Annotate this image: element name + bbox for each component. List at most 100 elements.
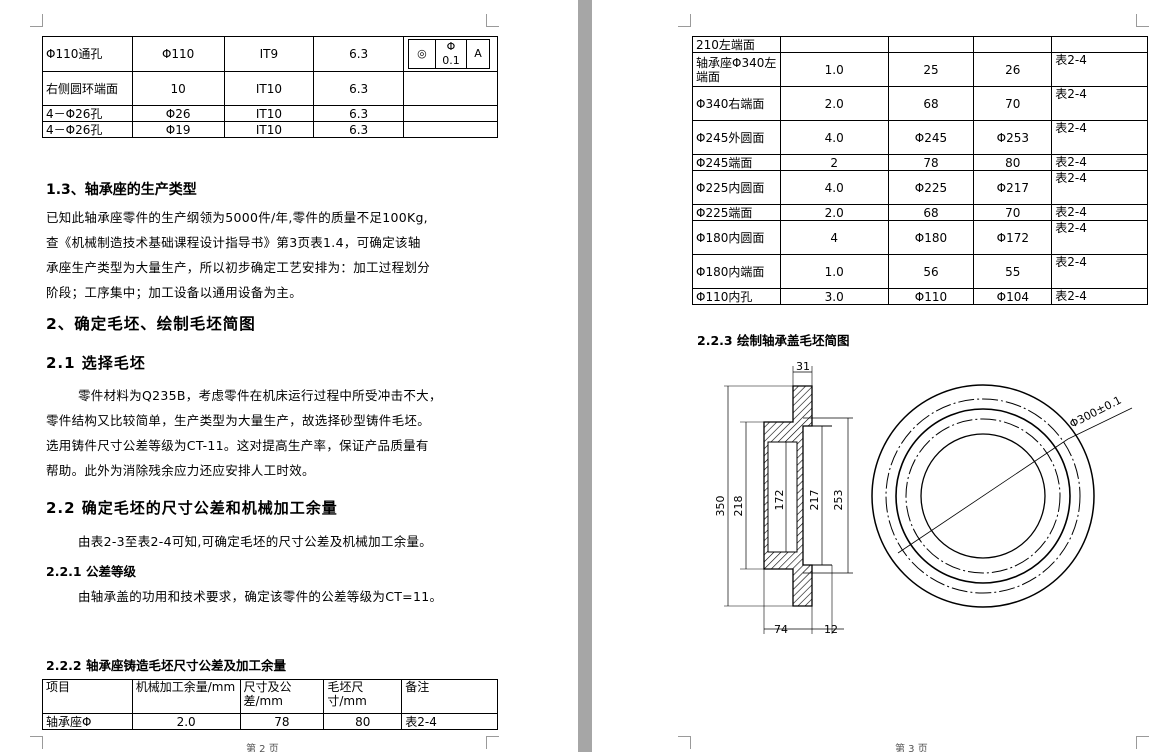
document-page-2: Φ110通孔 Φ110 IT9 6.3 ◎ Φ 0.1 A 右侧圆环端面 10 …	[0, 0, 578, 752]
table-cell	[402, 71, 499, 106]
table-cell: Φ217	[973, 170, 1053, 205]
gdt-datum: A	[465, 39, 490, 69]
heading-2-2-2: 2.2.2 轴承座铸造毛坯尺寸公差及加工余量	[46, 658, 286, 673]
concentricity-icon: ◎	[407, 39, 436, 69]
crop-mark	[486, 736, 499, 749]
table-header: 机械加工余量/mm	[131, 679, 241, 714]
table-cell: 210左端面	[692, 36, 781, 53]
crop-mark	[678, 736, 691, 749]
heading-2: 2、确定毛坯、绘制毛坯简图	[46, 315, 256, 333]
paragraph-2-2-1: 由轴承盖的功用和技术要求，确定该零件的公差等级为CT=11。	[78, 589, 443, 604]
table-cell: Φ225内圆面	[692, 170, 781, 205]
table-cell: 6.3	[313, 71, 404, 106]
paragraph-line: 已知此轴承座零件的生产纲领为5000件/年,零件的质量不足100Kg,	[46, 210, 428, 225]
paragraph-line: 选用铸件尺寸公差等级为CT-11。这对提高生产率，保证产品质量有	[46, 438, 429, 453]
table-cell: 表2-4	[1051, 86, 1148, 121]
paragraph-line: 帮助。此外为消除残余应力还应安排人工时效。	[46, 463, 315, 478]
crop-mark	[678, 14, 691, 27]
table-cell: 2	[779, 154, 889, 171]
table-header: 备注	[401, 679, 498, 714]
table-cell: Φ110	[887, 288, 975, 305]
heading-2-2-1: 2.2.1 公差等级	[46, 564, 136, 579]
table-cell: 1.0	[779, 254, 889, 289]
gdt-frame-cell: ◎ Φ 0.1 A	[402, 36, 499, 72]
table-cell	[973, 36, 1053, 53]
table-cell: 80	[973, 154, 1053, 171]
table-cell: Φ172	[973, 220, 1053, 255]
page-footer: 第 2 页	[246, 744, 279, 752]
table-header: 项目	[42, 679, 133, 714]
table-cell: Φ104	[973, 288, 1053, 305]
table-cell: 56	[887, 254, 975, 289]
heading-2-1: 2.1 选择毛坯	[46, 354, 146, 372]
table-cell: 表2-4	[1051, 204, 1148, 221]
dim-350: 350	[714, 496, 727, 517]
table-cell: Φ110通孔	[42, 36, 133, 72]
table-cell: 表2-4	[401, 713, 498, 730]
casting-blank-drawing: 31 350 218 172 217 253 74 12 Φ300±0.1	[714, 360, 1133, 636]
table-cell: 80	[323, 713, 403, 730]
dim-12: 12	[824, 623, 838, 636]
table-cell: 6.3	[313, 121, 404, 138]
paragraph-line: 零件结构又比较简单，生产类型为大量生产，故选择砂型铸件毛坯。	[46, 413, 431, 428]
paragraph-line: 零件材料为Q235B，考虑零件在机床运行过程中所受冲击不大，	[78, 388, 442, 403]
dim-top: 31	[796, 360, 810, 373]
table-cell: 55	[973, 254, 1053, 289]
table-cell: 表2-4	[1051, 288, 1148, 305]
table-cell: 3.0	[779, 288, 889, 305]
page-footer: 第 3 页	[895, 744, 928, 752]
table-cell: 25	[887, 52, 975, 87]
table-cell: IT10	[223, 121, 315, 138]
heading-2-2-3: 2.2.3 绘制轴承盖毛坯简图	[697, 333, 850, 348]
table-cell: 4.0	[779, 120, 889, 155]
table-cell: IT10	[223, 71, 315, 106]
dim-172: 172	[773, 490, 786, 511]
crop-mark	[30, 14, 43, 27]
table-cell: Φ180内圆面	[692, 220, 781, 255]
table-cell: 4.0	[779, 170, 889, 205]
table-cell: 轴承座Φ	[42, 713, 133, 730]
heading-1-3: 1.3、轴承座的生产类型	[46, 182, 197, 198]
table-cell: 6.3	[313, 105, 404, 122]
heading-2-2: 2.2 确定毛坯的尺寸公差和机械加工余量	[46, 499, 338, 517]
table-cell: Φ340右端面	[692, 86, 781, 121]
table-cell: 表2-4	[1051, 220, 1148, 255]
front-view: Φ300±0.1	[871, 384, 1133, 608]
table-cell: 26	[973, 52, 1053, 87]
paragraph-line: 阶段；工序集中；加工设备以通用设备为主。	[46, 285, 303, 300]
table-cell: Φ225端面	[692, 204, 781, 221]
table-header: 尺寸及公差/mm	[239, 679, 325, 714]
table-cell: 10	[131, 71, 225, 106]
dim-74: 74	[774, 623, 788, 636]
dim-diameter: Φ300±0.1	[1067, 393, 1123, 430]
table-cell: Φ110	[131, 36, 225, 72]
table-cell	[402, 105, 499, 122]
table-cell: Φ245	[887, 120, 975, 155]
table-cell: Φ225	[887, 170, 975, 205]
crop-mark	[1136, 736, 1149, 749]
table-cell: 2.0	[779, 86, 889, 121]
page-gutter	[578, 0, 592, 752]
table-cell: 2.0	[131, 713, 241, 730]
table-cell: Φ245外圆面	[692, 120, 781, 155]
paragraph-1-3: 已知此轴承座零件的生产纲领为5000件/年,零件的质量不足100Kg, 查《机械…	[46, 205, 496, 305]
table-row: 210左端面	[692, 36, 1148, 53]
crop-mark	[1136, 14, 1149, 27]
tolerance-table: Φ110通孔 Φ110 IT9 6.3 ◎ Φ 0.1 A 右侧圆环端面 10 …	[42, 36, 499, 138]
gdt-tolerance-value: Φ 0.1	[434, 39, 467, 69]
table-cell: IT10	[223, 105, 315, 122]
dim-217: 217	[808, 490, 821, 511]
table-cell: 表2-4	[1051, 254, 1148, 289]
crop-mark	[30, 736, 43, 749]
table-cell: Φ245端面	[692, 154, 781, 171]
table-cell: 78	[239, 713, 325, 730]
table-cell: Φ110内孔	[692, 288, 781, 305]
